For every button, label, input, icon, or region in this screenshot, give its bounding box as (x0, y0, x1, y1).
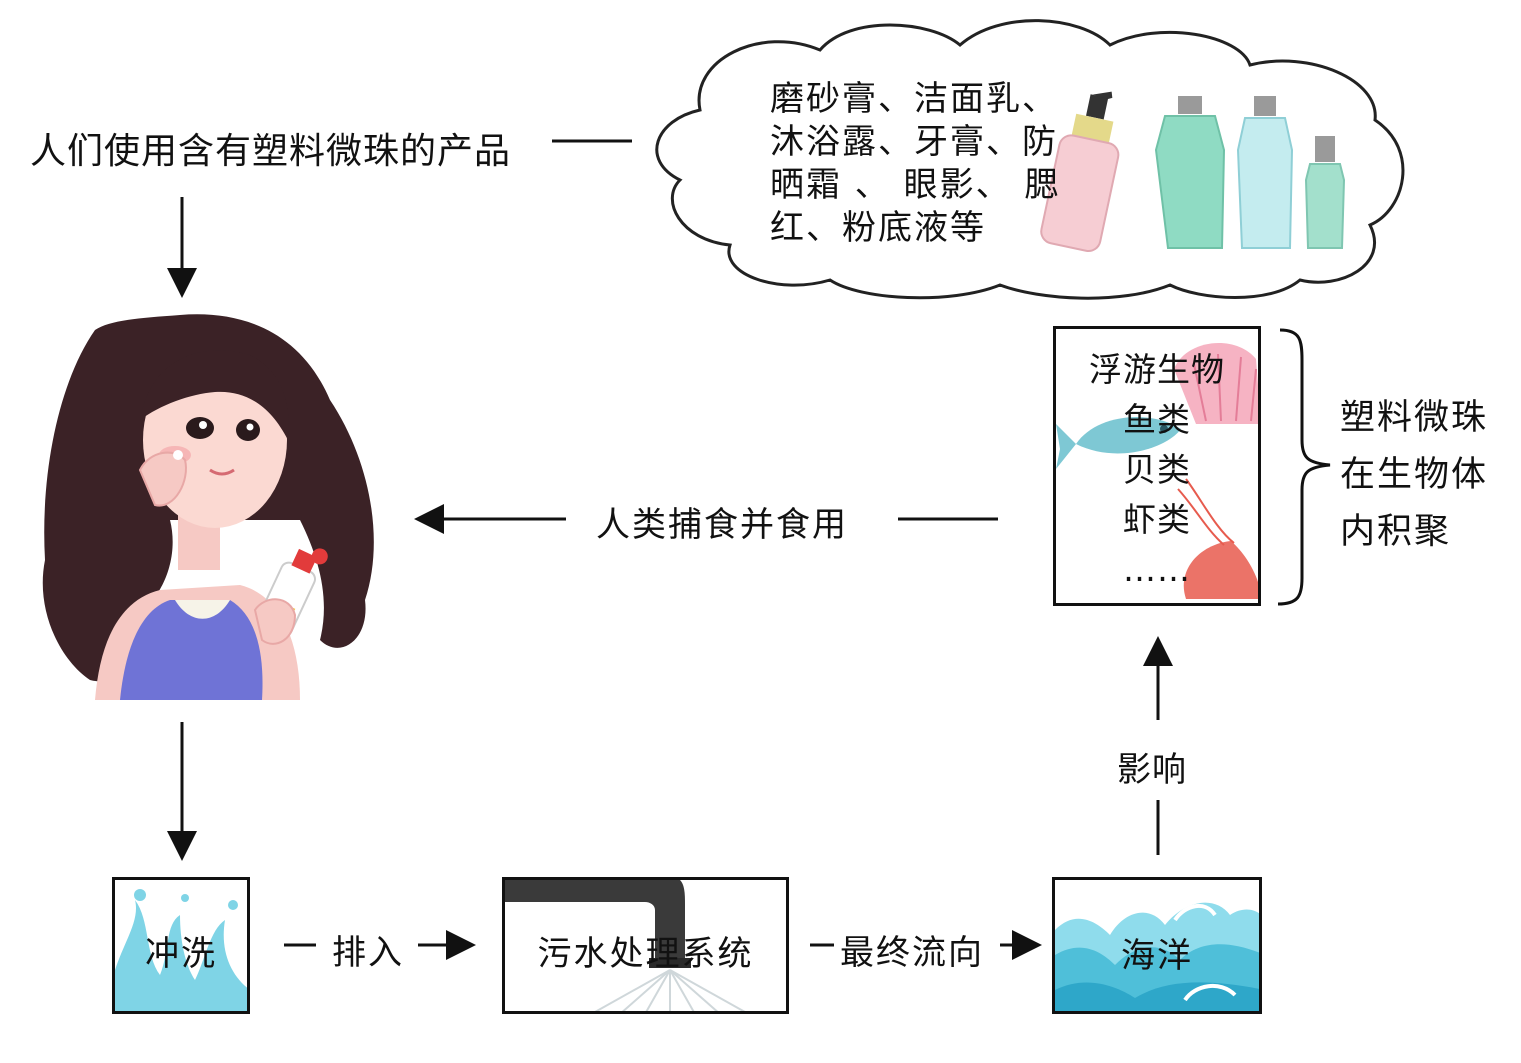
final-flow-label: 最终流向 (840, 933, 984, 973)
accumulation-line: 塑料微珠 (1340, 398, 1489, 438)
organism-shellfish: 贝类 (1123, 450, 1191, 489)
accumulation-brace (1277, 328, 1331, 606)
accumulation-line: 内积聚 (1340, 512, 1452, 552)
fish-icon (1056, 417, 1181, 469)
girl-illustration (42, 314, 374, 700)
organisms-box: 浮游生物 鱼类 贝类 虾类 …… (1053, 326, 1261, 606)
discharge-label: 排入 (332, 933, 404, 973)
wave-icon (1055, 902, 1259, 1011)
organism-fish: 鱼类 (1123, 400, 1191, 439)
sewage-label: 污水处理系统 (537, 934, 754, 974)
affect-label: 影响 (1117, 750, 1187, 790)
ocean-box: 海洋 (1052, 877, 1262, 1014)
organism-more: …… (1123, 550, 1191, 589)
splash-icon (115, 889, 247, 1011)
organism-plankton: 浮游生物 (1089, 350, 1225, 389)
rinse-box: 冲洗 (112, 877, 250, 1014)
rinse-label: 冲洗 (145, 934, 217, 974)
pipe-icon (505, 880, 746, 1011)
organisms-list: 浮游生物 鱼类 贝类 虾类 …… (1056, 345, 1258, 595)
sewage-box: 污水处理系统 (502, 877, 789, 1014)
organism-shrimp: 虾类 (1123, 500, 1191, 539)
product-bottles-illustration (1040, 91, 1346, 252)
accumulation-line: 在生物体 (1340, 455, 1489, 495)
human-eat-label: 人类捕食并食用 (596, 505, 848, 545)
shell-icon (1174, 343, 1258, 424)
product-list-line: 晒霜 、 眼影、 腮 (770, 165, 1061, 205)
product-use-label: 人们使用含有塑料微珠的产品 (30, 131, 512, 172)
accumulation-label: 塑料微珠 在生物体 内积聚 (1340, 390, 1488, 561)
ocean-label: 海洋 (1121, 936, 1193, 976)
product-list-line: 磨砂膏、洁面乳、 (770, 79, 1058, 119)
shrimp-icon (1177, 478, 1258, 599)
product-list-line: 沐浴露、牙膏、防 (770, 122, 1058, 162)
sea-life-illustration (1056, 343, 1258, 599)
product-list: 磨砂膏、洁面乳、 沐浴露、牙膏、防 晒霜 、 眼影、 腮 红、粉底液等 (770, 78, 1060, 250)
product-list-line: 红、粉底液等 (770, 208, 986, 248)
